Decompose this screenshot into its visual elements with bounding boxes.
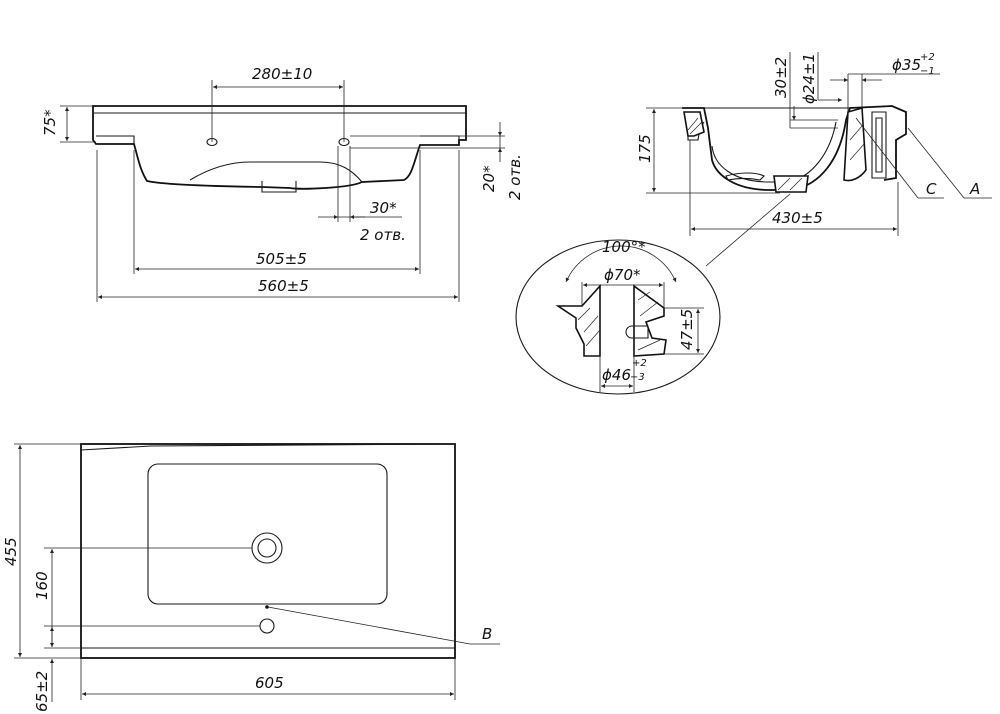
dim-side-30: 30±2 (772, 57, 790, 98)
dim-top-depth: 455 (2, 537, 20, 566)
dim-outer-width: 560±5 (258, 277, 309, 295)
dim-detail-top: ϕ70* (604, 266, 641, 284)
leader-a (907, 127, 965, 199)
dim-inner-width: 505±5 (256, 250, 307, 268)
dim-arc-100 (565, 245, 677, 283)
top-view-bowl (147, 463, 388, 605)
top-view: 455 160 65±2 605 B (2, 443, 500, 712)
dim-detail-bottom-upper: +2 (632, 358, 647, 369)
dim-hole-height-note: 2 отв. (506, 154, 524, 200)
side-view-drain-outlet (773, 175, 809, 193)
front-view-bowl-curve (189, 161, 363, 183)
dim-side-height: 175 (636, 134, 654, 163)
dim-hole-height: 20* (480, 165, 498, 192)
dim-hole-offset-note: 2 отв. (360, 226, 406, 244)
detail-section-right (633, 284, 667, 357)
dim-side-35-upper: +2 (920, 52, 935, 63)
dim-detail-bottom-lower: −3 (630, 372, 645, 383)
dim-side-24: ϕ24±1 (800, 53, 818, 104)
label-a: A (969, 180, 980, 198)
leader-c (855, 117, 919, 199)
dim-rim-height: 75* (41, 109, 59, 136)
front-view-left-ledge (96, 135, 135, 144)
dim-hole-offset: 30* (370, 199, 397, 217)
label-b: B (482, 625, 492, 643)
drain-detail: 100°* ϕ70* 47±5 ϕ46 +2 −3 (515, 238, 721, 395)
front-view-rim-outline (92, 105, 467, 190)
detail-section-left (555, 283, 601, 357)
top-view-outline (80, 443, 456, 659)
side-view-wall-bracket (871, 111, 887, 179)
dim-detail-bottom: ϕ46 (602, 366, 631, 384)
dim-side-depth: 430±5 (772, 209, 823, 227)
dim-side-35: ϕ35 (892, 56, 921, 74)
label-c: C (926, 180, 937, 198)
dim-top-front: 65±2 (33, 671, 51, 712)
detail-leader (705, 193, 791, 267)
side-view-wall-bracket-inner (875, 117, 883, 173)
front-view-right-ledge (420, 135, 460, 145)
dim-top-width: 605 (255, 674, 284, 692)
top-view-point-b (265, 605, 269, 609)
dim-detail-angle: 100°* (602, 238, 646, 256)
dim-side-35-lower: −1 (920, 66, 935, 77)
top-view-tap-hole (259, 618, 275, 634)
dim-detail-height: 47±5 (678, 309, 696, 350)
front-view: 280±10 75* 20* 2 отв. 30* 2 отв. 505±5 5… (41, 65, 524, 302)
side-view-overflow-channel (725, 172, 765, 181)
side-view-back-wall (843, 106, 867, 182)
top-view-drain-outer (251, 532, 283, 564)
dim-top-drain: 160 (33, 571, 51, 600)
leader-b (267, 606, 471, 645)
top-view-drain-inner (257, 538, 277, 558)
detail-slot (625, 325, 649, 339)
side-view-front-lip (683, 111, 705, 137)
dim-holes-spacing: 280±10 (252, 65, 312, 83)
side-view: 175 430±5 30±2 ϕ24±1 ϕ35 +2 −1 C A (636, 52, 992, 267)
detail-ellipse (515, 239, 721, 395)
front-view-drain (261, 181, 297, 193)
